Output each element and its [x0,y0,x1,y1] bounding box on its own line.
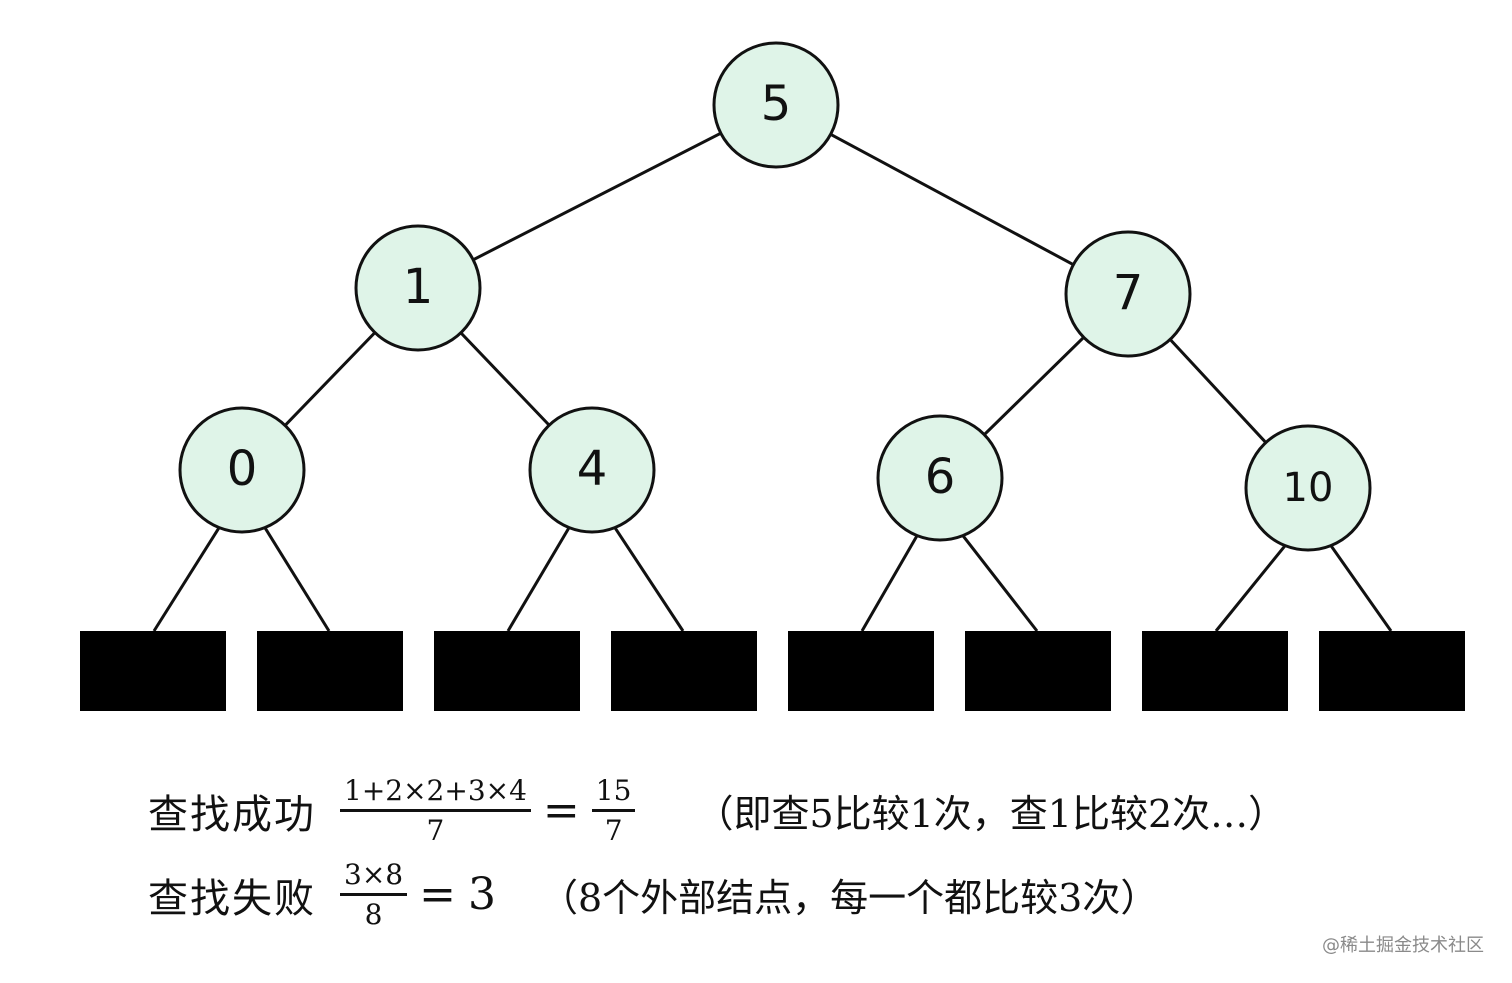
external-edge [1214,544,1287,632]
tree-node-left-right: 4 [528,406,656,534]
node-label: 4 [577,441,608,497]
node-circle [712,41,840,169]
external-node [1142,631,1288,711]
external-node [1319,631,1465,711]
tree-node-right-right: 10 [1244,424,1372,552]
edge-root-to-left [417,103,777,290]
external-edge [152,526,221,632]
success-numerator: 1+2×2+3×4 [340,776,531,813]
tree-node-right-left: 6 [876,414,1004,542]
external-node [257,631,403,711]
external-edge [860,534,919,632]
node-circle [528,406,656,534]
success-fraction: 1+2×2+3×4 7 [340,776,531,846]
tree-node-root: 5 [712,41,840,169]
external-node [80,631,226,711]
success-formula: 查找成功 1+2×2+3×4 7 = 15 7 （即查5比较1次，查1比较2次…… [148,776,1286,846]
external-edge [1329,544,1393,632]
node-label: 6 [925,449,956,505]
external-edges [152,526,1393,632]
external-node [434,631,580,711]
node-label: 5 [761,76,792,132]
edge-root-to-right [775,103,1129,296]
node-circle [876,414,1004,542]
node-circle [178,406,306,534]
success-label: 查找成功 [148,791,316,838]
success-result-fraction: 15 7 [591,776,636,848]
tree-node-left: 1 [354,224,482,352]
failure-numerator: 3×8 [340,860,408,897]
tree-nodes: 5 1 7 0 4 6 10 [178,41,1372,552]
failure-note: （8个外部结点，每一个都比较3次） [539,876,1159,921]
node-circle [1064,230,1192,358]
failure-result: 3 [467,869,496,921]
failure-label: 查找失败 [148,875,316,922]
node-label: 0 [227,441,258,497]
success-denominator: 7 [426,814,445,848]
success-note: （即查5比较1次，查1比较2次…） [695,792,1287,837]
external-node [788,631,934,711]
success-equals: = [542,785,580,837]
success-result-numerator: 15 [591,776,636,813]
node-circle [1244,424,1372,552]
external-edge [961,534,1039,632]
failure-equals: = [419,869,456,921]
external-node [611,631,757,711]
external-edge [506,526,571,632]
external-edge [613,526,685,632]
watermark: @稀土掘金技术社区 [1322,935,1484,956]
node-label: 7 [1113,265,1144,321]
success-result-denominator: 7 [604,814,623,848]
failure-fraction: 3×8 8 [340,860,408,932]
failure-formula: 查找失败 3×8 8 = 3 （8个外部结点，每一个都比较3次） [148,860,1158,930]
tree-node-right: 7 [1064,230,1192,358]
external-node [965,631,1111,711]
node-label: 1 [403,259,434,315]
failure-denominator: 8 [364,898,383,932]
node-circle [354,224,482,352]
node-label: 10 [1283,465,1334,511]
external-nodes [80,631,1465,711]
tree-node-left-left: 0 [178,406,306,534]
external-edge [263,526,331,632]
